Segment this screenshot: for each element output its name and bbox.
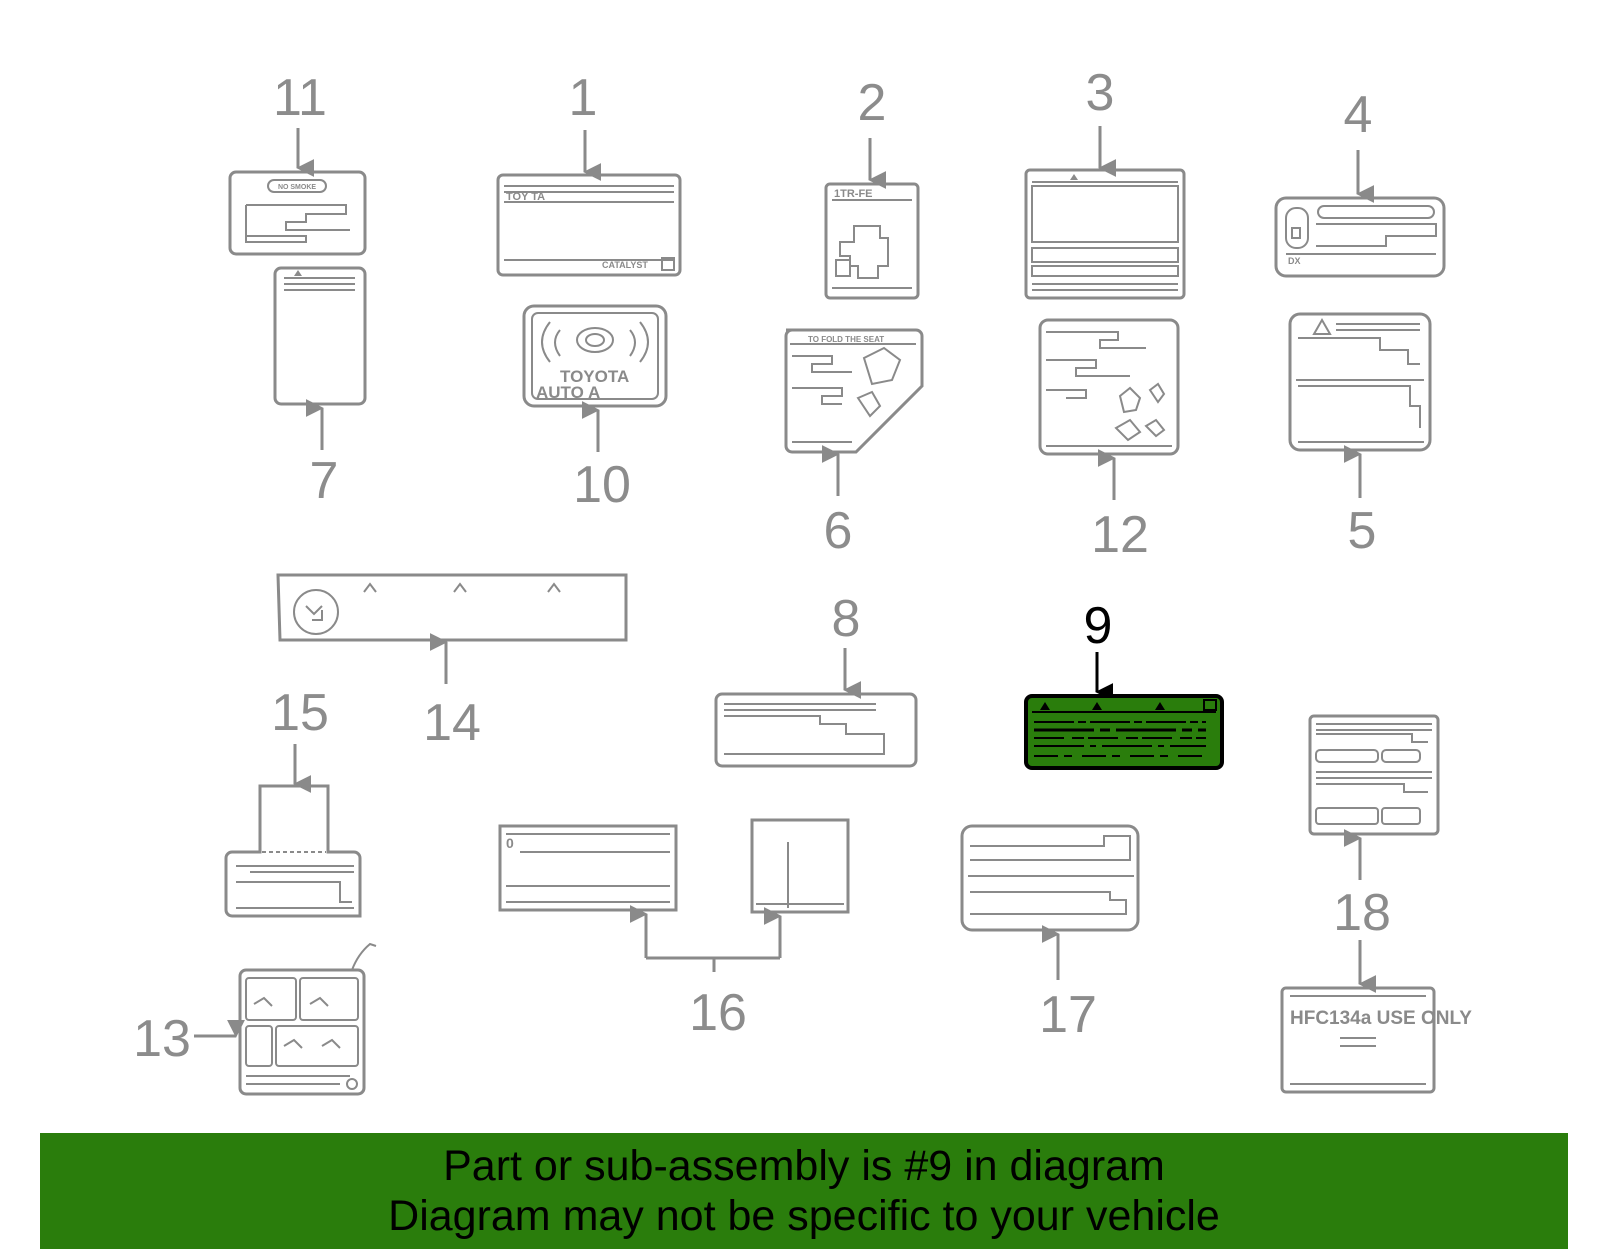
callout-3[interactable]: 3	[1086, 64, 1115, 122]
callout-1[interactable]: 1	[569, 69, 598, 127]
label-8-outline	[714, 692, 918, 768]
part-15[interactable]: 15	[224, 684, 362, 918]
label-13-outline	[238, 968, 366, 1096]
callout-4[interactable]: 4	[1344, 86, 1373, 144]
part-18[interactable]: 18 HFC134a USE ONLY	[1280, 714, 1472, 1094]
label-1-bottom-text: CATALYST	[602, 260, 648, 270]
label-7-outline	[273, 266, 367, 406]
callout-17[interactable]: 17	[1039, 986, 1097, 1044]
footer-line-2: Diagram may not be specific to your vehi…	[388, 1192, 1220, 1240]
label-18b-outline	[1280, 986, 1436, 1094]
callout-2[interactable]: 2	[858, 74, 887, 132]
part-11[interactable]: 11 NO SMOKE	[228, 69, 367, 256]
label-16a-outline	[498, 824, 678, 912]
label-14-outline	[276, 573, 628, 642]
part-2[interactable]: 2 1TR-FE	[824, 74, 920, 300]
label-4-small: DX	[1288, 256, 1301, 266]
footer-banner: Part or sub-assembly is #9 in diagram Di…	[40, 1133, 1568, 1249]
callout-12[interactable]: 12	[1091, 506, 1149, 564]
label-6-top-text: TO FOLD THE SEAT	[808, 335, 884, 344]
label-3-outline	[1024, 168, 1186, 300]
label-6-outline	[784, 328, 924, 454]
callout-5[interactable]: 5	[1348, 502, 1377, 560]
callout-16[interactable]: 16	[689, 984, 747, 1042]
label-11-badge: NO SMOKE	[278, 184, 316, 191]
part-16[interactable]: 0 16	[498, 818, 850, 1042]
part-13[interactable]: 13	[133, 942, 377, 1096]
callout-13[interactable]: 13	[133, 1010, 191, 1068]
part-14[interactable]: 14	[276, 573, 628, 752]
label-18-text: HFC134a USE ONLY	[1290, 1008, 1472, 1029]
part-12[interactable]: 12	[1038, 318, 1180, 564]
label-1-outline	[496, 173, 682, 277]
callout-11[interactable]: 11	[273, 69, 327, 127]
label-5-outline	[1288, 312, 1432, 452]
parts-diagram: 11 NO SMOKE 7 1 TOY TA CATALYST	[133, 64, 1472, 1096]
label-1-top-text: TOY TA	[506, 191, 545, 203]
part-17[interactable]: 17	[960, 824, 1140, 1044]
label-2-top-text: 1TR-FE	[834, 188, 873, 200]
part-1[interactable]: 1 TOY TA CATALYST	[496, 69, 682, 277]
label-11-outline	[228, 170, 367, 256]
callout-8[interactable]: 8	[832, 590, 861, 648]
callout-6[interactable]: 6	[824, 502, 853, 560]
part-4[interactable]: 4 DX	[1274, 86, 1446, 278]
label-10-line2: AUTO A	[536, 383, 600, 402]
callout-18[interactable]: 18	[1333, 884, 1391, 942]
footer-line-1: Part or sub-assembly is #9 in diagram	[443, 1142, 1165, 1190]
part-8[interactable]: 8	[714, 590, 918, 768]
label-4-outline	[1274, 196, 1446, 278]
part-3[interactable]: 3	[1024, 64, 1186, 300]
part-10[interactable]: TOYOTA AUTO A 10	[522, 304, 668, 514]
callout-7[interactable]: 7	[310, 452, 339, 510]
callout-14[interactable]: 14	[423, 694, 481, 752]
label-10-line1: TOYOTA	[560, 367, 629, 386]
label-2-outline	[824, 182, 920, 300]
label-16-mark: 0	[506, 835, 514, 851]
part-6[interactable]: TO FOLD THE SEAT 6	[784, 328, 924, 560]
label-9-highlighted[interactable]	[1024, 694, 1224, 770]
part-7[interactable]: 7	[273, 266, 367, 510]
label-16b-outline	[750, 818, 850, 914]
callout-10[interactable]: 10	[573, 456, 631, 514]
callout-9[interactable]: 9	[1084, 597, 1113, 655]
part-9[interactable]: 9	[1024, 597, 1224, 770]
label-15-outline	[224, 784, 362, 918]
label-18a-outline	[1308, 714, 1440, 836]
callout-15[interactable]: 15	[271, 684, 329, 742]
part-5[interactable]: 5	[1288, 312, 1432, 560]
